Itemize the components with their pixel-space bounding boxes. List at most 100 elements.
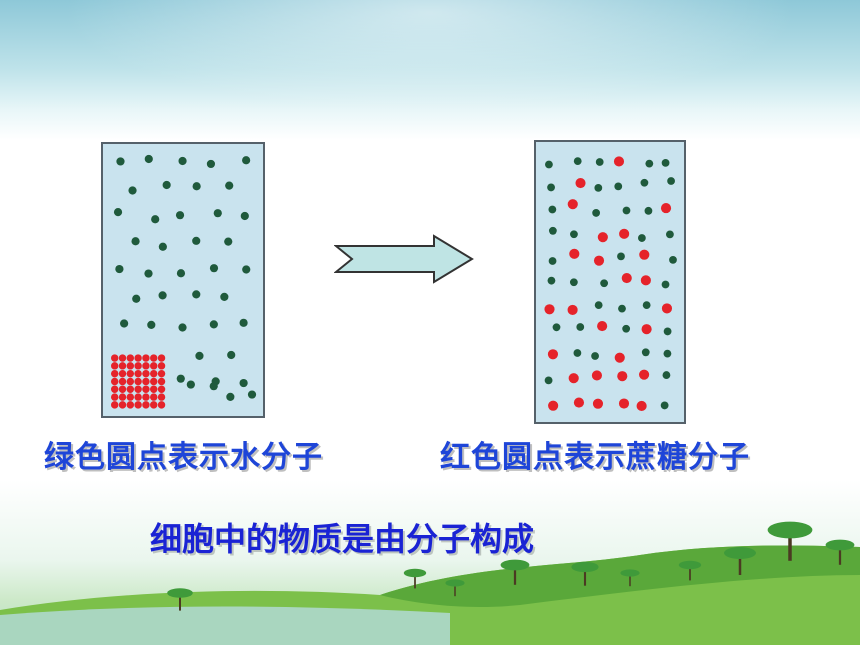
water-molecules-panel	[101, 142, 265, 418]
sugar-molecule	[150, 385, 158, 393]
water-molecule	[552, 323, 561, 332]
sugar-molecule	[636, 400, 647, 412]
water-molecule	[227, 350, 236, 360]
sugar-molecule	[111, 401, 119, 409]
sugar-molecule	[134, 354, 142, 362]
water-molecule	[209, 264, 219, 273]
water-molecule	[645, 159, 654, 168]
sugar-molecule	[660, 203, 672, 214]
water-molecule	[666, 230, 674, 239]
tree	[445, 579, 465, 597]
sugar-molecule	[134, 362, 142, 370]
tree	[167, 588, 193, 611]
sugar-molecule	[639, 249, 650, 260]
sugar-molecule	[157, 354, 166, 362]
water-molecule	[638, 234, 646, 242]
water-molecule	[192, 290, 201, 299]
water-molecule	[573, 157, 582, 165]
sugar-molecule	[118, 393, 127, 401]
sugar-molecule	[150, 393, 158, 401]
water-molecule	[661, 158, 670, 167]
sugar-molecule	[661, 303, 673, 314]
sugar-molecule	[567, 199, 578, 210]
sugar-molecule	[126, 354, 135, 362]
water-molecule	[547, 183, 555, 192]
sugar-molecule	[126, 385, 135, 393]
sugar-molecule	[157, 385, 166, 393]
sugar-molecule	[544, 304, 555, 315]
water-molecule	[186, 380, 195, 389]
sugar-molecule	[157, 369, 166, 378]
sugar-molecule	[575, 177, 586, 189]
water-molecules-diagram	[111, 154, 257, 409]
water-molecule	[622, 206, 631, 215]
water-molecule	[614, 182, 623, 191]
water-molecule	[178, 156, 187, 166]
sugar-molecule	[118, 377, 127, 386]
sugar-molecule	[621, 272, 632, 284]
sugar-molecule	[126, 362, 135, 370]
sugar-molecule	[118, 362, 127, 370]
water-molecule	[618, 304, 626, 313]
sugar-molecule	[111, 362, 119, 370]
water-molecule	[147, 320, 156, 329]
water-molecule	[669, 255, 677, 264]
water-molecule	[600, 279, 609, 288]
water-molecule	[176, 374, 185, 383]
sugar-molecule	[134, 393, 142, 401]
sugar-molecule	[157, 377, 166, 386]
sugar-molecule	[111, 393, 119, 401]
water-molecule	[220, 292, 229, 301]
sugar-molecule	[126, 377, 135, 386]
water-molecule	[239, 318, 248, 327]
water-molecule	[594, 301, 603, 309]
water-molecule	[642, 301, 651, 310]
sugar-molecule	[569, 248, 580, 259]
water-molecule	[178, 323, 187, 332]
sugar-water-diagram	[544, 156, 677, 412]
water-molecule	[641, 348, 650, 357]
sugar-molecule	[111, 385, 119, 393]
sugar-molecule	[613, 156, 625, 167]
water-molecule	[667, 177, 675, 185]
sugar-molecule	[573, 397, 585, 408]
sugar-molecule	[142, 377, 150, 386]
water-molecule	[576, 323, 585, 331]
water-molecule	[242, 156, 251, 165]
tree	[724, 547, 756, 575]
sugar-molecule	[619, 228, 630, 239]
water-molecule	[175, 211, 185, 220]
sugar-molecule	[126, 401, 135, 409]
water-molecule	[158, 242, 167, 251]
water-molecule	[151, 215, 160, 224]
tree	[403, 568, 427, 589]
tree	[825, 539, 855, 565]
sugar-molecule	[157, 393, 166, 401]
water-molecule	[239, 378, 248, 388]
tree-group	[167, 521, 855, 611]
water-molecule	[663, 349, 672, 358]
water-molecule	[595, 158, 604, 166]
sugar-molecule	[111, 377, 119, 386]
tree	[571, 561, 599, 586]
water-molecule	[548, 257, 557, 265]
sugar-molecule	[126, 393, 135, 401]
water-molecule	[592, 209, 601, 217]
sugar-molecule	[547, 349, 559, 360]
water-molecule	[242, 265, 251, 274]
sugar-molecule	[639, 369, 650, 380]
water-molecule	[640, 178, 649, 187]
water-molecule	[591, 352, 599, 360]
sugar-molecule	[111, 354, 119, 362]
sugar-molecule	[134, 369, 142, 378]
water-molecule	[158, 291, 167, 300]
sugar-molecule	[150, 354, 158, 362]
tree	[620, 569, 640, 587]
water-molecule	[195, 351, 204, 360]
water-molecule	[206, 159, 216, 169]
water-molecule	[192, 182, 201, 191]
water-molecule	[545, 160, 553, 169]
water-molecule	[131, 237, 140, 246]
water-caption: 绿色圆点表示水分子	[44, 440, 323, 475]
water-molecule	[224, 237, 233, 246]
